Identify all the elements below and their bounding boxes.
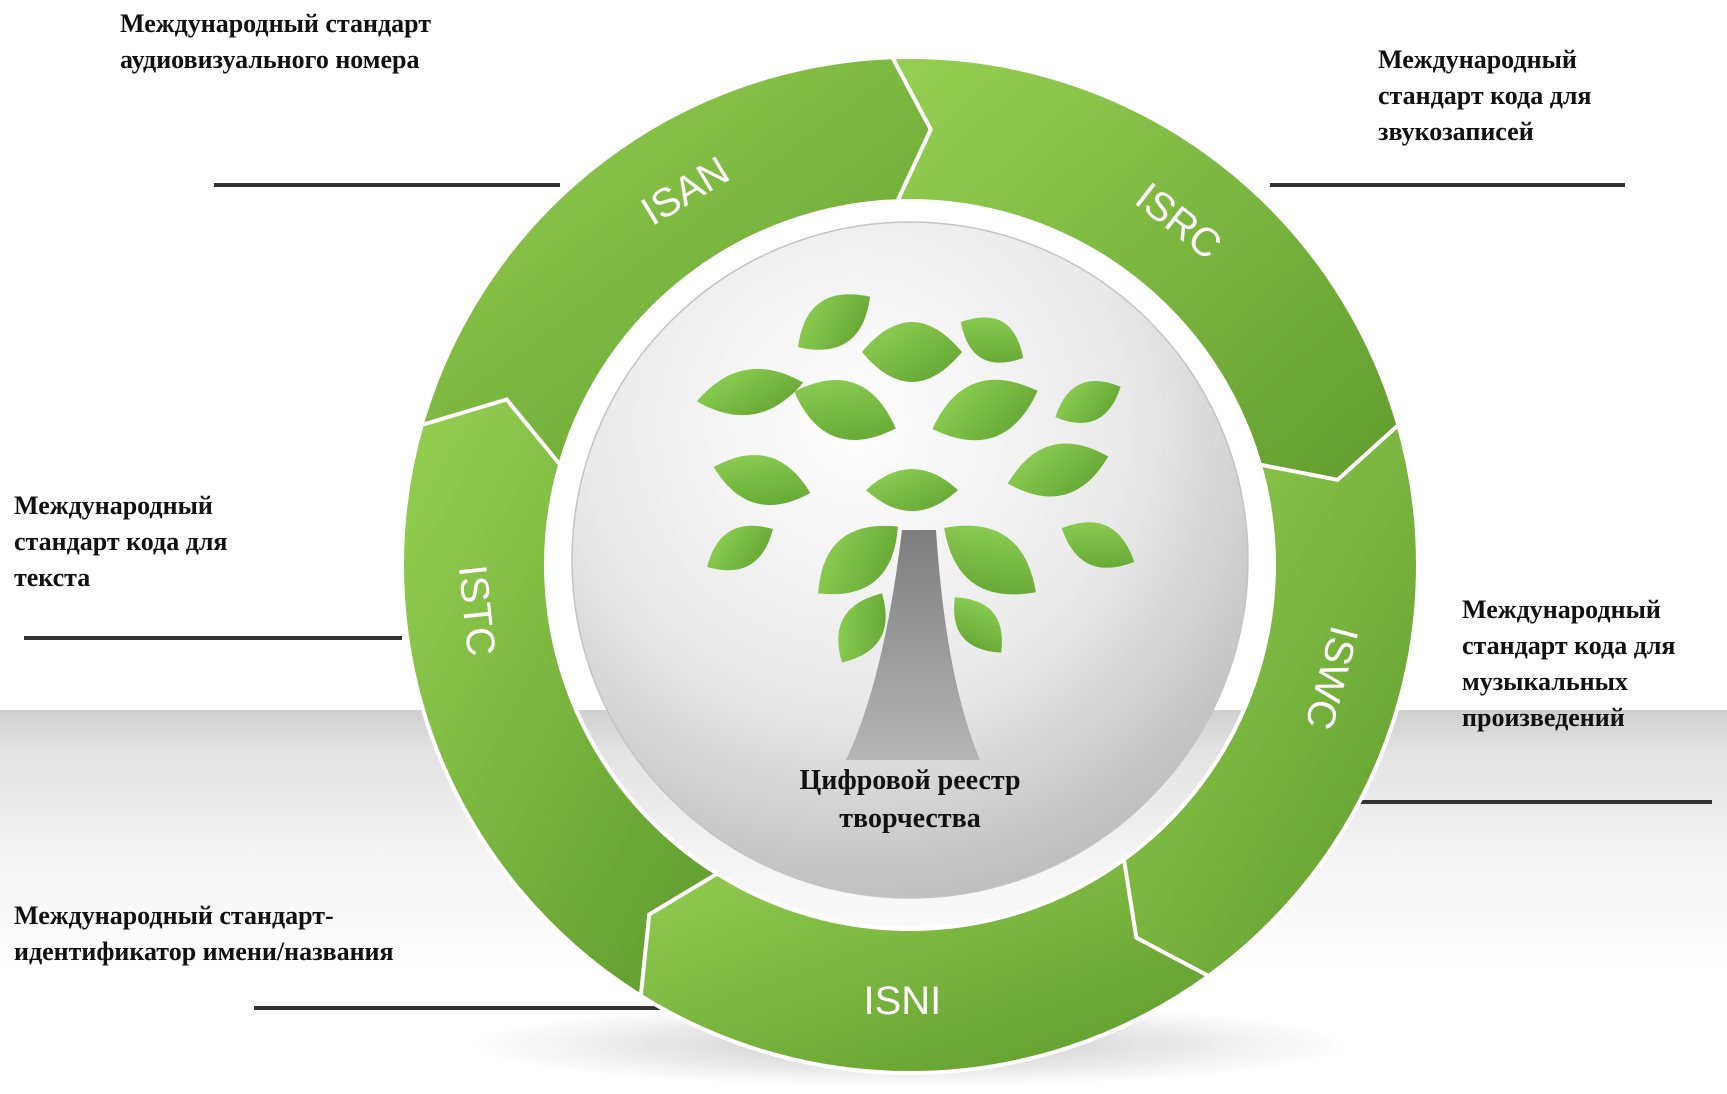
- label-isan-line-2: аудиовизуального номера: [120, 45, 420, 74]
- leaf-1: [797, 294, 871, 350]
- label-iswc: Международный стандарт кода для музыкаль…: [1462, 592, 1676, 736]
- label-istc-line-1: Международный: [14, 491, 213, 520]
- label-isrc-line-2: стандарт кода для: [1378, 81, 1592, 110]
- leaf-13: [944, 525, 1036, 595]
- leaf-12: [818, 525, 898, 595]
- label-istc-line-2: стандарт кода для: [14, 527, 228, 556]
- label-iswc-line-2: стандарт кода для: [1462, 631, 1676, 660]
- leaf-5: [794, 380, 896, 440]
- label-isrc-line-3: звукозаписей: [1378, 117, 1534, 146]
- label-istc: Международный стандарт кода для текста: [14, 488, 228, 596]
- label-isrc-line-1: Международный: [1378, 45, 1577, 74]
- center-title-line-2: творчества: [839, 803, 981, 834]
- leaf-11: [707, 525, 773, 571]
- leader-lines: [24, 183, 1712, 1010]
- leaf-16: [954, 597, 1002, 653]
- leaf-15: [838, 593, 886, 663]
- leaf-8: [713, 455, 811, 505]
- segment-label-istc: ISTC: [450, 563, 503, 658]
- label-isan: Международный стандарт аудиовизуального …: [120, 6, 431, 78]
- leaf-14: [1061, 522, 1135, 568]
- tree-leaves: [696, 294, 1135, 663]
- tree-trunk: [846, 530, 980, 760]
- arrow-segment-istc: [400, 397, 721, 1000]
- leaf-7: [1055, 381, 1121, 423]
- center-title: Цифровой реестр творчества: [740, 762, 1080, 838]
- leaf-6: [932, 379, 1038, 441]
- leaf-9: [1007, 443, 1109, 497]
- label-iswc-line-4: произведений: [1462, 703, 1625, 732]
- label-isni: Международный стандарт- идентификатор им…: [14, 898, 394, 970]
- label-isan-line-1: Международный стандарт: [120, 9, 431, 38]
- leaf-10: [866, 469, 958, 511]
- tree-icon: [696, 294, 1135, 760]
- label-isni-line-2: идентификатор имени/названия: [14, 937, 394, 966]
- label-isrc: Международный стандарт кода для звукозап…: [1378, 42, 1592, 150]
- label-istc-line-3: текста: [14, 563, 91, 592]
- label-isni-line-1: Международный стандарт-: [14, 901, 334, 930]
- label-iswc-line-3: музыкальных: [1462, 667, 1628, 696]
- segment-label-isni: ISNI: [863, 979, 941, 1023]
- center-title-line-1: Цифровой реестр: [799, 765, 1021, 796]
- label-iswc-line-1: Международный: [1462, 595, 1661, 624]
- leaf-3: [960, 317, 1024, 363]
- leaf-4: [696, 368, 804, 416]
- leaf-2: [862, 322, 962, 382]
